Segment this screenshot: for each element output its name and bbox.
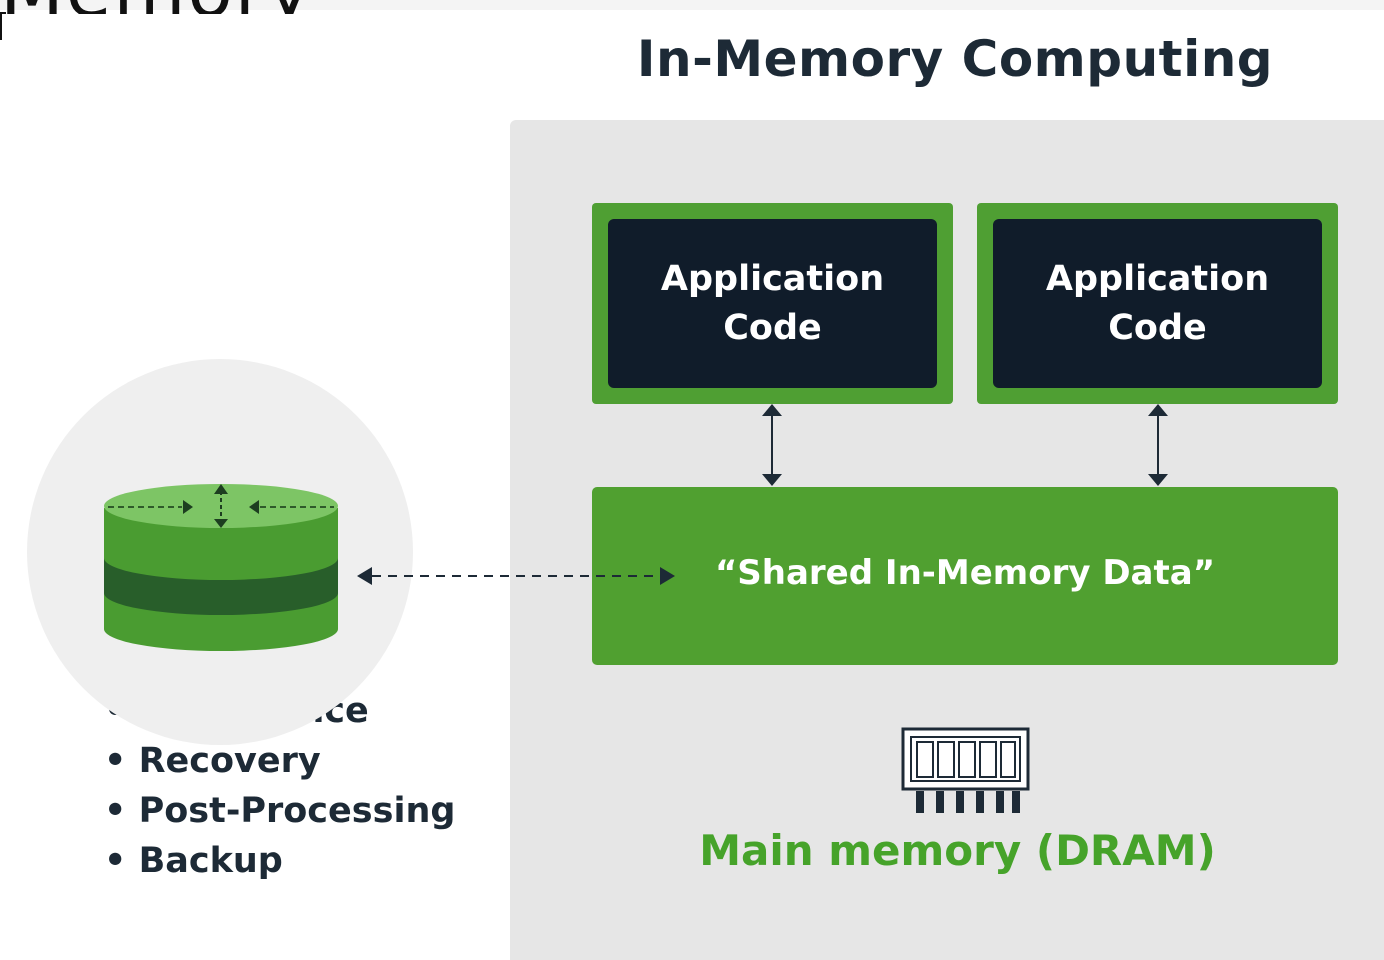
main-memory-label: Main memory (DRAM) — [699, 826, 1216, 875]
application-code-box-1: Application Code — [592, 203, 953, 404]
diagram-title: In-Memory Computing — [636, 30, 1274, 88]
application-code-label-1: Application Code — [660, 258, 885, 348]
feature-backup: Backup — [104, 836, 455, 886]
application-code-inner-1: Application Code — [608, 219, 937, 388]
application-code-box-2: Application Code — [977, 203, 1338, 404]
feature-recovery: Recovery — [104, 736, 455, 786]
feature-post-processing: Post-Processing — [104, 786, 456, 836]
shared-data-label: “Shared In-Memory Data” — [714, 553, 1216, 593]
database-icon — [104, 484, 338, 651]
ram-chip-icon — [901, 727, 1030, 813]
application-code-inner-2: Application Code — [993, 219, 1322, 388]
dashed-bidirectional-arrow-icon — [357, 567, 675, 585]
bidirectional-arrow-icon — [1148, 404, 1168, 486]
clipped-heading: Memory — [0, 0, 313, 14]
application-code-label-2: Application Code — [1045, 258, 1270, 348]
storage-feature-list: Persistence Recovery Post-Processing Bac… — [104, 686, 456, 886]
top-strip — [0, 0, 1384, 10]
bidirectional-arrow-icon — [762, 404, 782, 486]
corner-mark — [0, 12, 6, 40]
shared-data-box — [592, 487, 1338, 665]
